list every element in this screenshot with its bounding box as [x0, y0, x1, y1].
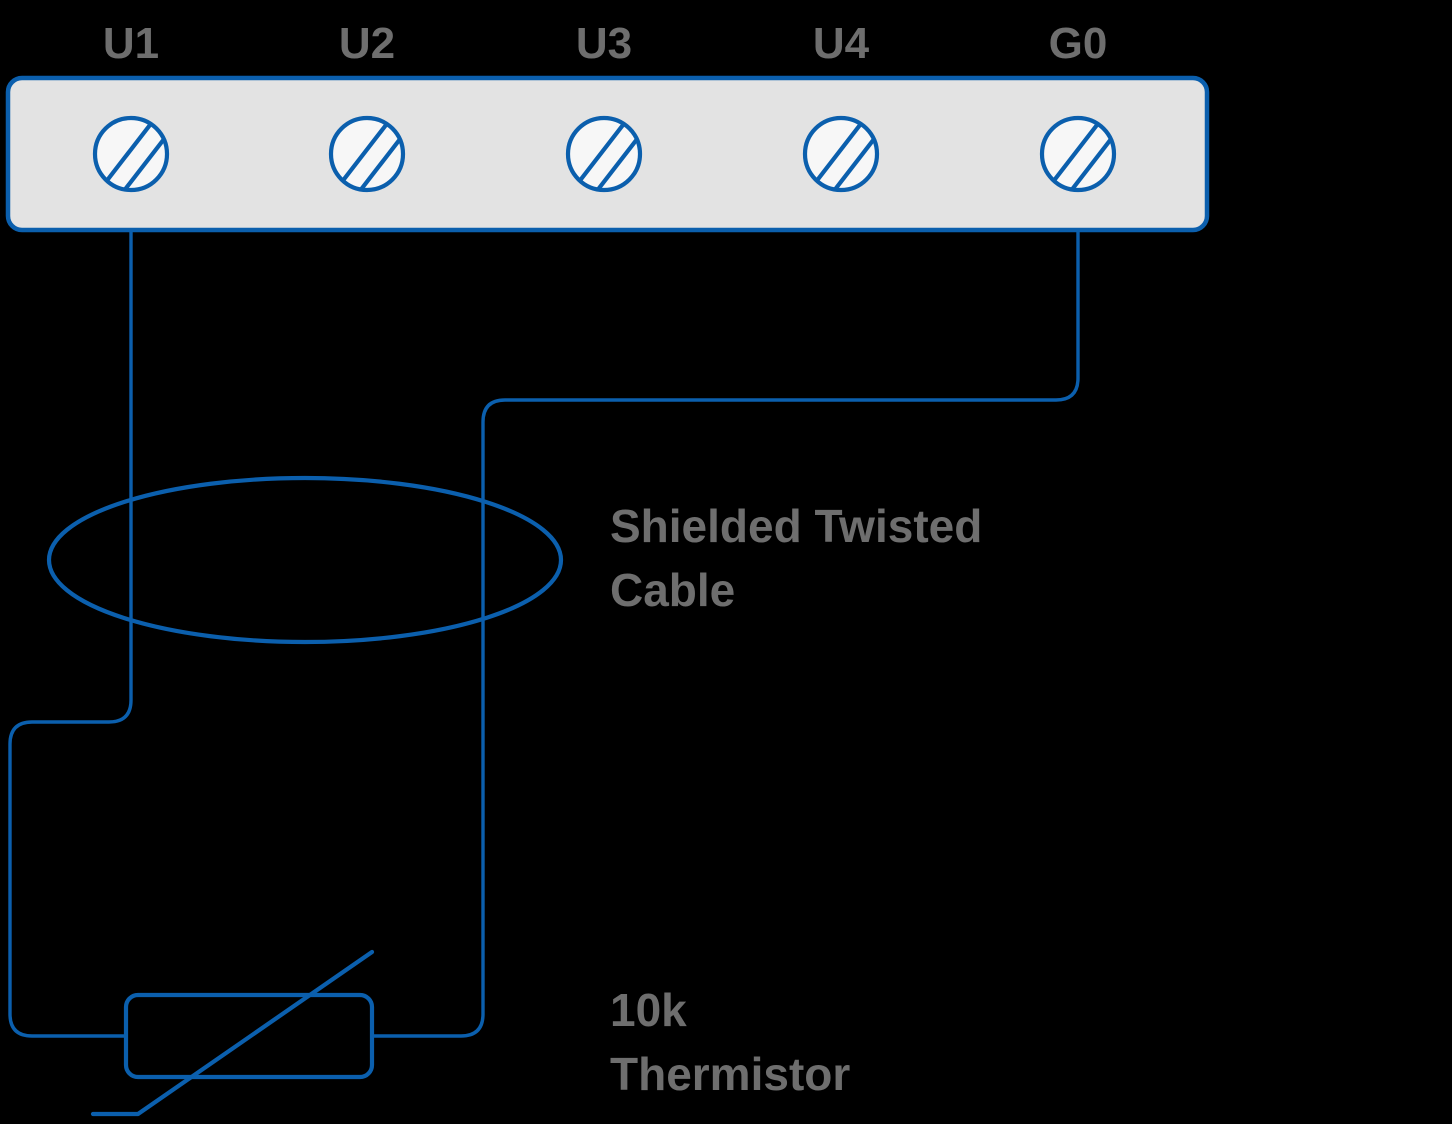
wire-u1-to-thermistor	[8, 228, 133, 1038]
thermistor-symbol	[90, 949, 375, 1117]
terminal-label-u2: U2	[339, 19, 395, 68]
annotation-shielded-cable: Shielded Twisted Cable	[610, 500, 982, 616]
terminal-label-u3: U3	[576, 19, 632, 68]
wire-g0-to-thermistor	[370, 228, 1080, 1038]
terminal-block	[5, 75, 1210, 233]
terminal-label-g0: G0	[1049, 19, 1108, 68]
terminal-u3[interactable]	[565, 112, 651, 205]
terminal-label-group: U1 U2 U3 U4 G0	[103, 19, 1107, 68]
wire-group	[8, 228, 1080, 1038]
thermistor-variability-line	[90, 949, 375, 1117]
annotation-thermistor-line2: Thermistor	[610, 1048, 850, 1100]
thermistor-body	[123, 992, 375, 1080]
terminal-label-u1: U1	[103, 19, 159, 68]
terminal-u2[interactable]	[328, 112, 414, 205]
terminal-u4[interactable]	[802, 112, 888, 205]
terminal-label-u4: U4	[813, 19, 870, 68]
annotation-thermistor-line1: 10k	[610, 984, 687, 1036]
annotation-thermistor: 10k Thermistor	[610, 984, 850, 1100]
annotation-shielded-cable-line1: Shielded Twisted	[610, 500, 982, 552]
terminal-g0[interactable]	[1039, 112, 1125, 205]
shield-ellipse	[46, 475, 564, 645]
terminal-u1[interactable]	[92, 112, 178, 205]
annotation-shielded-cable-line2: Cable	[610, 564, 735, 616]
